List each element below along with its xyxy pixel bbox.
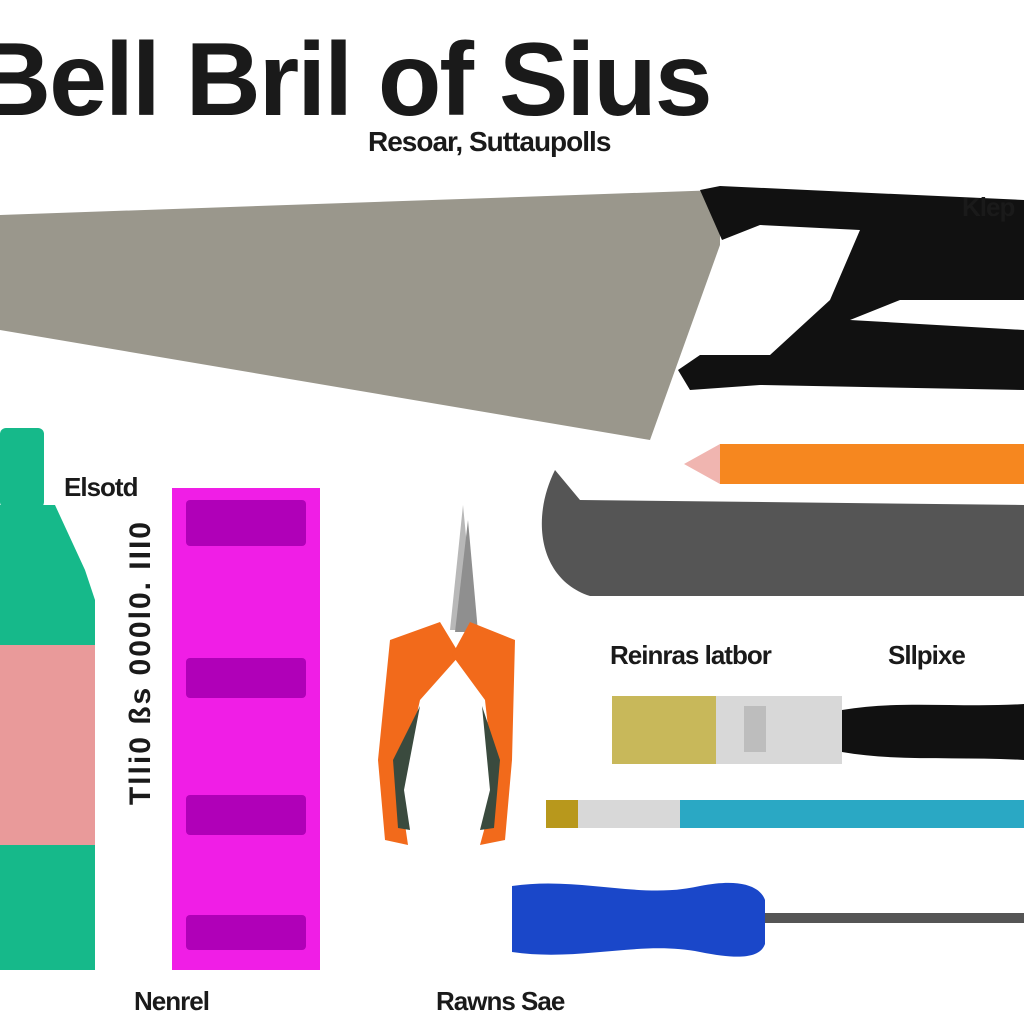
saw-icon xyxy=(0,186,1024,440)
pencil-icon xyxy=(684,444,1024,484)
bottom-left-label: Nenrel xyxy=(134,986,210,1016)
page-title: Bell Bril of Sius xyxy=(0,22,713,138)
pliers-icon xyxy=(378,505,515,845)
bottom-middle-label: Rawns Sae xyxy=(436,986,565,1016)
organizer-tray-icon xyxy=(172,488,320,970)
bottle-label: Elsotd xyxy=(64,472,138,502)
brush-extra-label: Sllpixe xyxy=(888,640,966,670)
page-subtitle: Resoar, Suttaupolls xyxy=(368,126,611,157)
saw-label: Klep xyxy=(962,192,1015,222)
paintbrush-icon xyxy=(612,696,1024,764)
ruler-icon xyxy=(546,800,1024,828)
knife-blade-icon xyxy=(541,470,1024,596)
screwdriver-icon xyxy=(512,882,1024,957)
brush-group-label: Reinras latbor xyxy=(610,640,772,670)
vertical-label: Tlli0 ßs 000l0. III0 xyxy=(124,520,157,806)
bottle-icon xyxy=(0,428,95,970)
